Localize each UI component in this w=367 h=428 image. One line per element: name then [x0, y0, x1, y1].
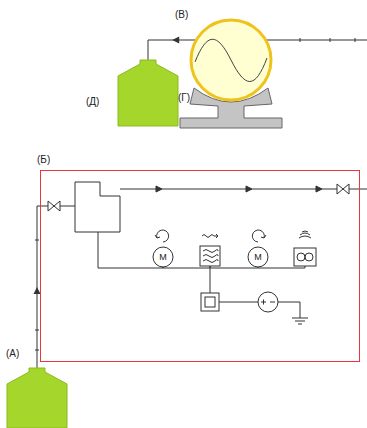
generator-coil — [305, 253, 313, 261]
generator-symbol — [294, 248, 316, 266]
motor-symbol — [153, 247, 173, 267]
flow-arrow — [156, 186, 322, 192]
filter-waves — [203, 250, 218, 263]
pipe-ticks — [300, 38, 355, 42]
tank-shape — [7, 368, 67, 428]
arrow-head — [172, 37, 179, 44]
tank-shape — [118, 60, 178, 126]
pipe — [262, 40, 367, 41]
rotation-icon — [252, 230, 266, 242]
cylinder-vessel: (В) — [189, 18, 273, 102]
wave-icon — [202, 234, 218, 238]
ground-symbol — [292, 318, 308, 324]
part-label: (Г) — [178, 92, 190, 104]
callout-letter: (А) — [6, 348, 19, 360]
generator-coil — [297, 253, 305, 261]
tank: (Д) — [118, 60, 178, 126]
controller-symbol — [201, 293, 219, 311]
source-symbol — [258, 292, 278, 312]
motor-label: M — [159, 251, 167, 263]
unit-symbol — [75, 182, 120, 232]
callout-letter: (Д) — [86, 96, 99, 108]
wave-line — [195, 39, 267, 81]
tank-body — [7, 368, 67, 428]
pipe-line — [148, 40, 196, 60]
source-signs — [261, 300, 275, 305]
cylinder-shape — [189, 18, 273, 102]
controller-inner — [205, 297, 215, 307]
tank-body — [118, 60, 178, 126]
wire — [98, 232, 305, 268]
valve-symbol — [337, 184, 349, 194]
callout-letter: (В) — [175, 9, 188, 21]
cylinder-body — [191, 20, 271, 100]
callout-letter: (Б) — [37, 154, 50, 166]
filter-symbol — [200, 246, 220, 266]
valve-symbol — [48, 201, 60, 211]
wire — [210, 266, 300, 318]
tank: (А) — [7, 368, 67, 428]
motor-symbol — [248, 247, 268, 267]
rotation-icon — [155, 230, 169, 242]
unit-frame: (Б) — [40, 170, 360, 362]
pipe-connector — [148, 37, 196, 61]
sound-icon — [299, 231, 311, 238]
motor-label: M — [254, 251, 262, 263]
